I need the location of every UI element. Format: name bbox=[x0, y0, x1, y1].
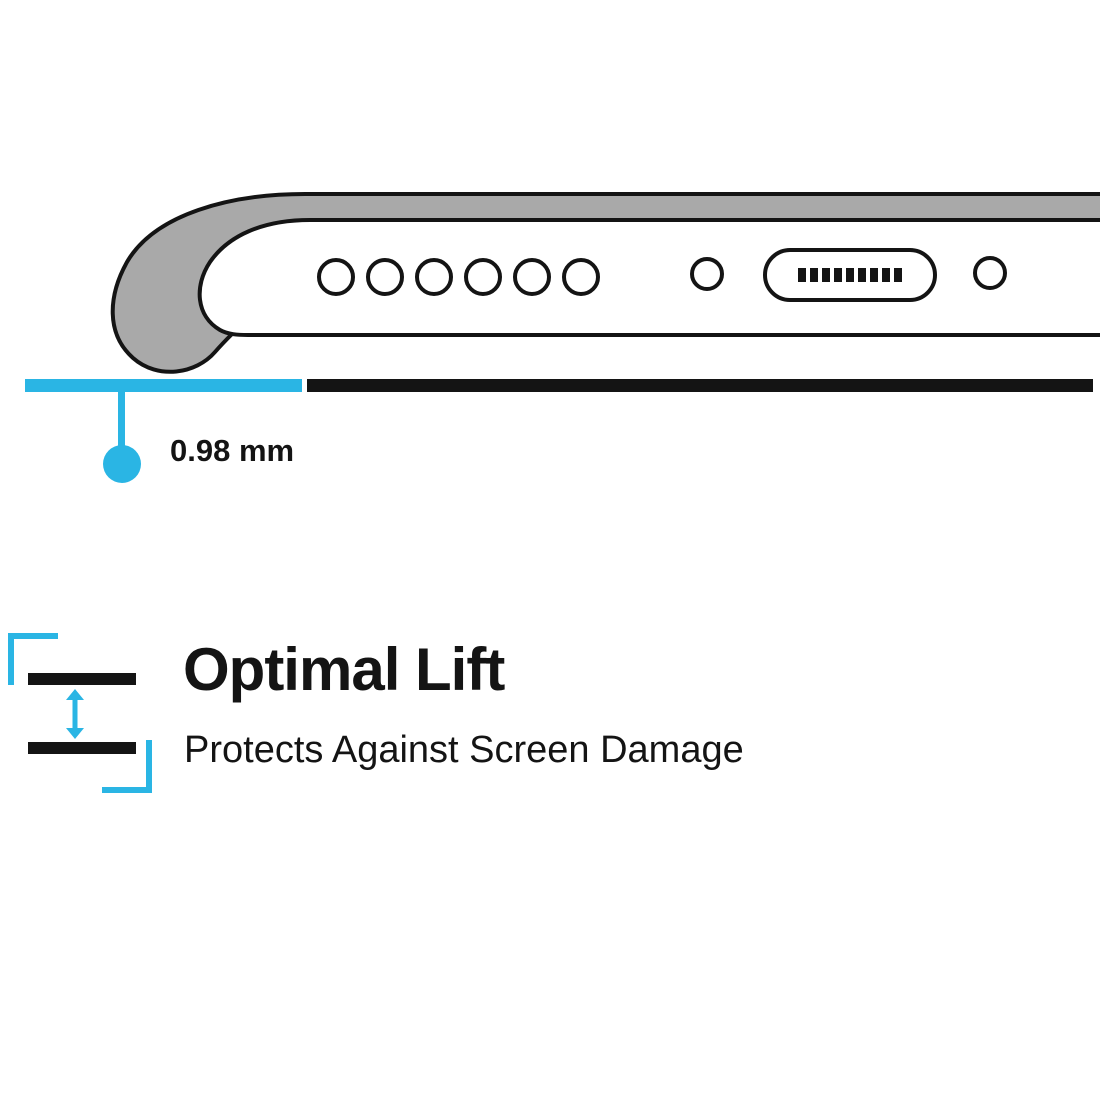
feature-subtitle: Protects Against Screen Damage bbox=[184, 729, 744, 771]
lip-extent-bar bbox=[25, 379, 302, 392]
surface-line bbox=[307, 379, 1093, 392]
feature-title: Optimal Lift bbox=[183, 636, 505, 703]
bracket-bottom-right-v bbox=[146, 740, 152, 793]
lift-gap-icon bbox=[0, 625, 175, 800]
double-arrow-icon bbox=[66, 689, 84, 739]
bracket-top-left-h bbox=[8, 633, 58, 639]
phone-bottom-edge-illustration bbox=[110, 192, 1100, 374]
screw-hole-left bbox=[690, 257, 724, 291]
bracket-top-left-v bbox=[8, 633, 14, 685]
measure-stem bbox=[118, 392, 125, 450]
speaker-hole-5 bbox=[513, 258, 551, 296]
speaker-hole-3 bbox=[415, 258, 453, 296]
bracket-bottom-right-h bbox=[102, 787, 152, 793]
speaker-hole-6 bbox=[562, 258, 600, 296]
icon-bottom-bar bbox=[28, 742, 136, 754]
speaker-hole-2 bbox=[366, 258, 404, 296]
screw-hole-right bbox=[973, 256, 1007, 290]
icon-top-bar bbox=[28, 673, 136, 685]
cyan-pin-dot-icon bbox=[103, 445, 141, 483]
measurement-value: 0.98 mm bbox=[170, 433, 295, 468]
speaker-hole-1 bbox=[317, 258, 355, 296]
speaker-hole-4 bbox=[464, 258, 502, 296]
port-pins-icon bbox=[798, 268, 902, 282]
